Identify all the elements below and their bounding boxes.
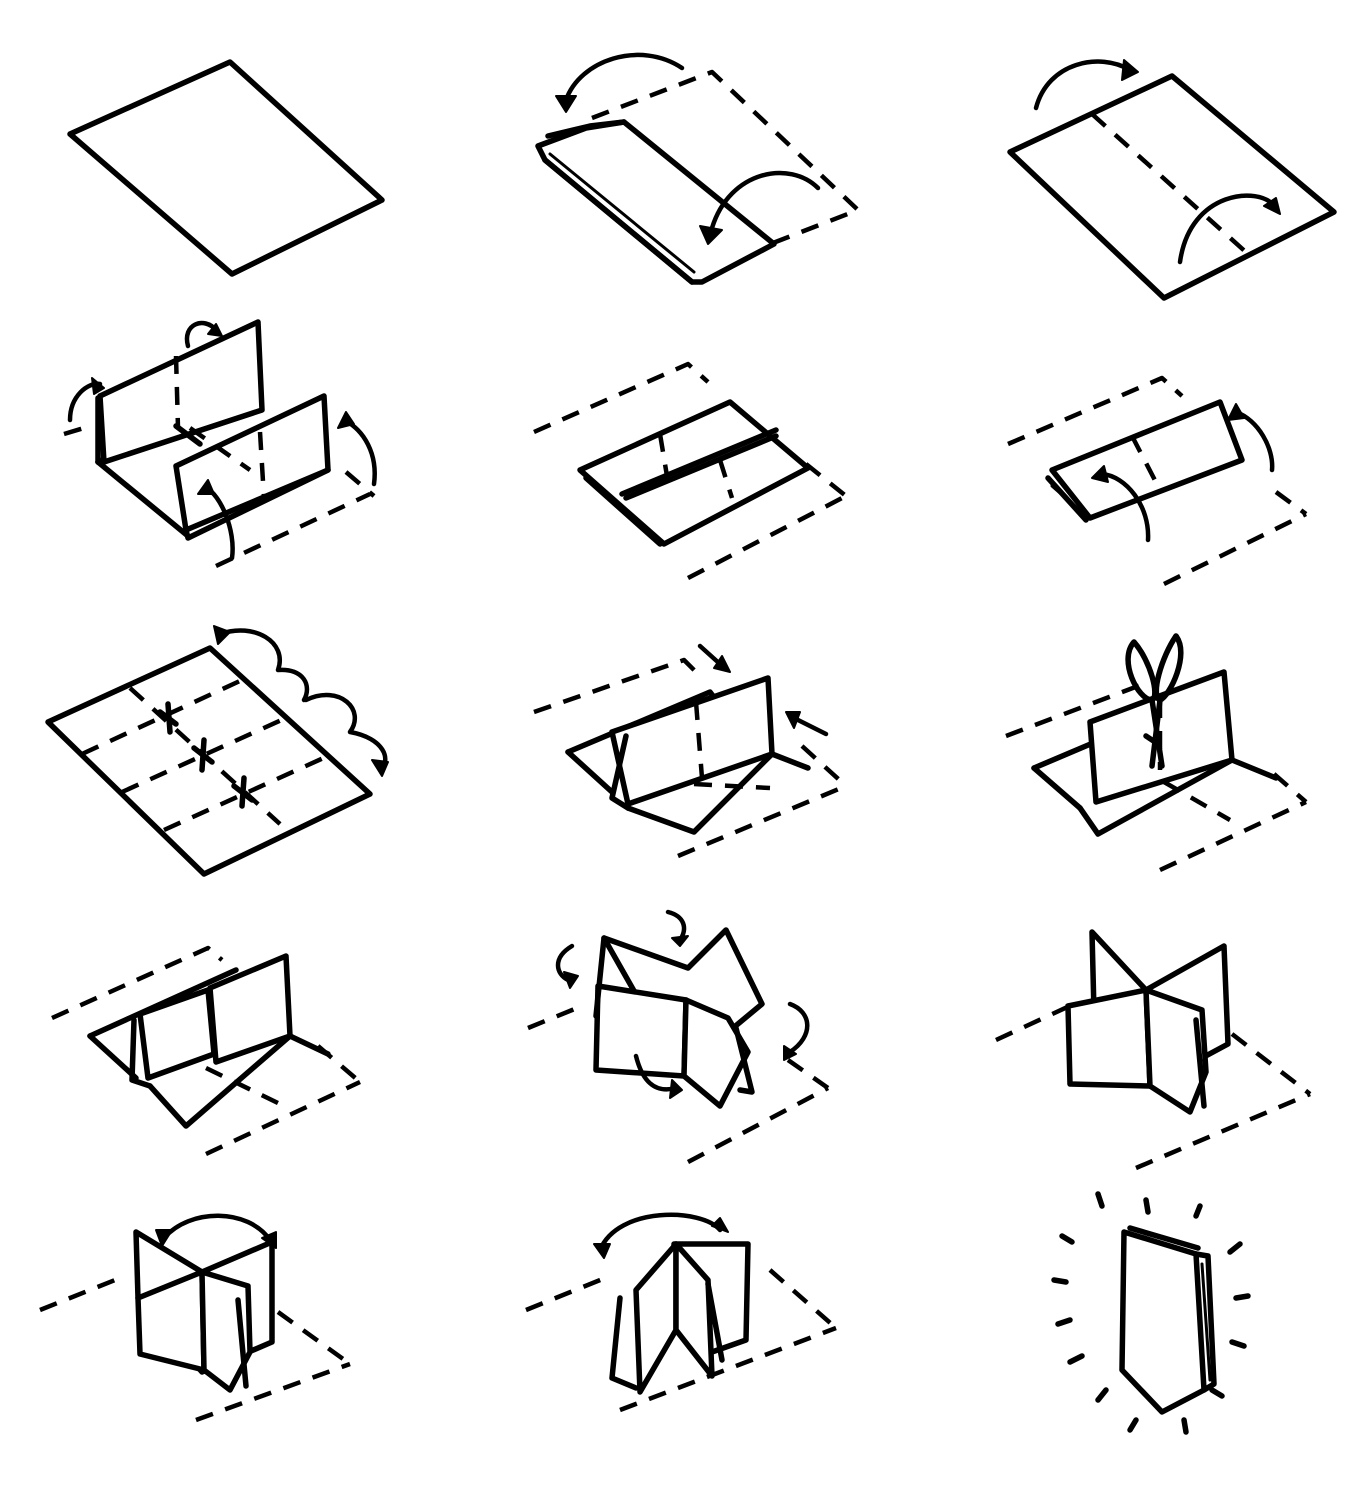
step-6-fold-in-half bbox=[1007, 375, 1308, 587]
step-5-quarters bbox=[533, 361, 848, 580]
curved-arrow-icon bbox=[697, 643, 731, 673]
curved-arrow-icon bbox=[184, 320, 223, 349]
step-10-open-slit bbox=[51, 945, 362, 1157]
curved-arrow-icon bbox=[1177, 193, 1281, 265]
step-8-fold-crosswise bbox=[533, 643, 848, 859]
step-1-blank-sheet bbox=[67, 59, 385, 277]
curved-arrow-icon bbox=[303, 692, 389, 777]
curved-arrow-icon bbox=[213, 625, 310, 703]
step-15-finished-zine bbox=[1051, 1191, 1251, 1435]
straight-arrow-icon bbox=[785, 711, 829, 737]
curved-arrow-icon bbox=[555, 943, 579, 989]
step-13-collapse-pages bbox=[39, 1213, 352, 1423]
step-11-push-together bbox=[527, 909, 830, 1164]
curved-arrow-icon bbox=[1227, 403, 1275, 473]
curved-arrow-icon bbox=[783, 1001, 810, 1061]
curved-arrow-icon bbox=[67, 377, 105, 423]
step-7-eight-panels bbox=[45, 625, 389, 877]
curved-arrow-icon bbox=[1033, 59, 1139, 111]
curved-arrow-icon bbox=[1091, 465, 1151, 543]
step-12-star-shape bbox=[995, 929, 1312, 1171]
scissors-icon bbox=[1125, 633, 1184, 769]
step-9-cut-slit bbox=[1005, 633, 1308, 873]
sparkle-icon bbox=[1051, 1191, 1251, 1435]
step-2-fold-lengthwise bbox=[535, 52, 861, 285]
curved-arrow-icon bbox=[665, 909, 689, 947]
curved-arrow-icon bbox=[699, 170, 821, 245]
curved-arrow-icon bbox=[155, 1213, 277, 1249]
curved-arrow-icon bbox=[593, 1212, 729, 1259]
curved-arrow-icon bbox=[337, 411, 377, 487]
curved-arrow-icon bbox=[555, 52, 685, 113]
step-3-unfold bbox=[1007, 59, 1337, 301]
curved-arrow-icon bbox=[197, 479, 235, 561]
step-4-fold-ends-to-center bbox=[63, 319, 377, 569]
curved-arrow-icon bbox=[633, 1053, 683, 1099]
step-14-fold-together bbox=[525, 1212, 838, 1413]
